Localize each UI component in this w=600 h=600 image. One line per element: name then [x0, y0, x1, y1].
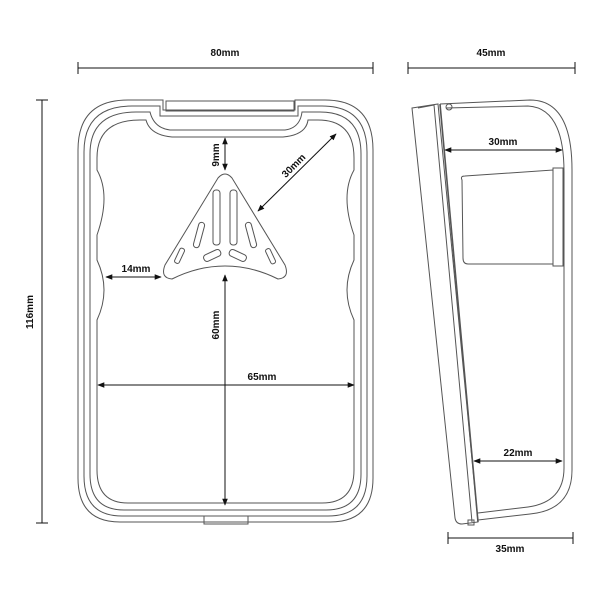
dim-front-height: 116mm: [25, 99, 48, 524]
dim-front-width: 80mm: [77, 48, 374, 74]
side-window: [460, 169, 554, 265]
body-outline: [439, 99, 573, 521]
hinge-pin: [445, 103, 453, 111]
dim-label: 9mm: [211, 143, 222, 166]
pad-slot: [265, 248, 277, 265]
pad-slot: [244, 221, 258, 249]
dim-top-inner: 30mm: [444, 137, 563, 153]
dim-label: 30mm: [280, 152, 308, 180]
lid-seam: [439, 103, 479, 523]
inner-cavity-outline: [96, 119, 355, 504]
dim-base-depth: 35mm: [447, 532, 574, 555]
hinge: [165, 100, 295, 112]
dim-diagonal: 30mm: [257, 133, 337, 212]
front-view: [77, 99, 374, 525]
dim-label: 30mm: [489, 137, 518, 148]
dim-label: 116mm: [25, 295, 36, 329]
lid-panel: [411, 103, 479, 525]
dim-top-gap: 9mm: [211, 137, 228, 171]
side-window-frame: [552, 167, 564, 267]
dim-label: 35mm: [496, 544, 525, 555]
dim-label: 22mm: [504, 448, 533, 459]
dim-bottom-inner: 22mm: [473, 448, 563, 464]
outer-shell-outline: [77, 99, 374, 523]
dim-inner-width: 65mm: [97, 372, 355, 388]
dim-label: 80mm: [211, 48, 240, 59]
dim-inner-height: 60mm: [211, 274, 228, 506]
dim-label: 14mm: [122, 264, 151, 275]
body-inner-outline: [445, 105, 565, 514]
pad-slot: [192, 221, 206, 249]
pad-slot: [203, 248, 222, 262]
side-view: [411, 99, 573, 526]
pad-slot: [212, 189, 221, 246]
dim-label: 60mm: [211, 310, 222, 339]
triangle-pad: [163, 173, 287, 280]
clasp-side: [467, 519, 475, 526]
pad-slots: [174, 189, 277, 265]
shell-rim-outline: [83, 105, 368, 517]
dim-side-depth: 45mm: [407, 48, 576, 74]
lid-panel-inner-edge: [417, 104, 473, 523]
dim-side-gap: 14mm: [105, 264, 162, 280]
dim-label: 65mm: [248, 372, 277, 383]
dim-label: 45mm: [477, 48, 506, 59]
pad-slot: [228, 248, 247, 262]
pad-slot: [174, 247, 186, 264]
inner-rim-outline: [89, 111, 362, 511]
pad-slot: [229, 189, 238, 246]
clasp: [203, 515, 249, 525]
